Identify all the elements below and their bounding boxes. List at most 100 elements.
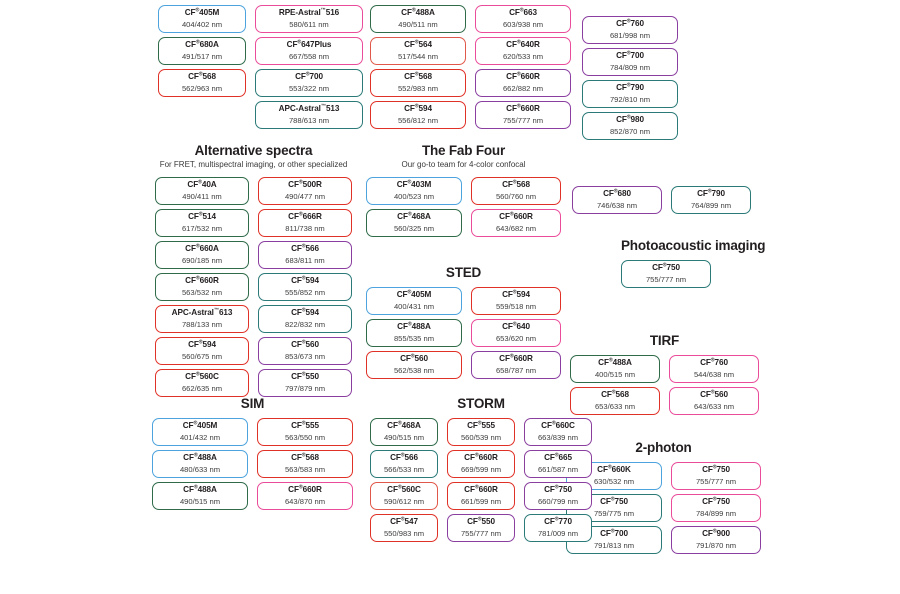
trademark-mark: ® <box>512 179 517 186</box>
dye-name: CF®488A <box>183 484 217 495</box>
trademark-mark: ® <box>298 179 303 186</box>
dye-name: CF®647Plus <box>286 39 332 50</box>
dye-name: CF®550 <box>467 516 495 527</box>
trademark-mark: ® <box>301 420 306 427</box>
dye-wavelengths: 759/775 nm <box>593 508 635 518</box>
dye-wavelengths: 562/538 nm <box>393 365 435 375</box>
dye-name: CF®770 <box>544 516 572 527</box>
trademark-mark: ® <box>509 211 514 218</box>
trademark-mark: ® <box>411 7 416 14</box>
dye-name: CF®660K <box>597 464 631 475</box>
dye-wavelengths: 683/811 nm <box>285 255 325 265</box>
trademark-mark: ® <box>613 188 618 195</box>
dye-name: CF®500R <box>288 179 322 190</box>
dye-name: CF®750 <box>652 262 680 273</box>
trademark-mark: ® <box>198 179 202 186</box>
trademark-mark: ® <box>707 188 712 195</box>
trademark-mark: ® <box>512 289 517 296</box>
dye-wavelengths: 559/518 nm <box>495 301 537 311</box>
trademark-mark: ™ <box>320 103 326 110</box>
trademark-mark: ® <box>193 452 198 459</box>
dye-name: CF®594 <box>188 339 216 350</box>
